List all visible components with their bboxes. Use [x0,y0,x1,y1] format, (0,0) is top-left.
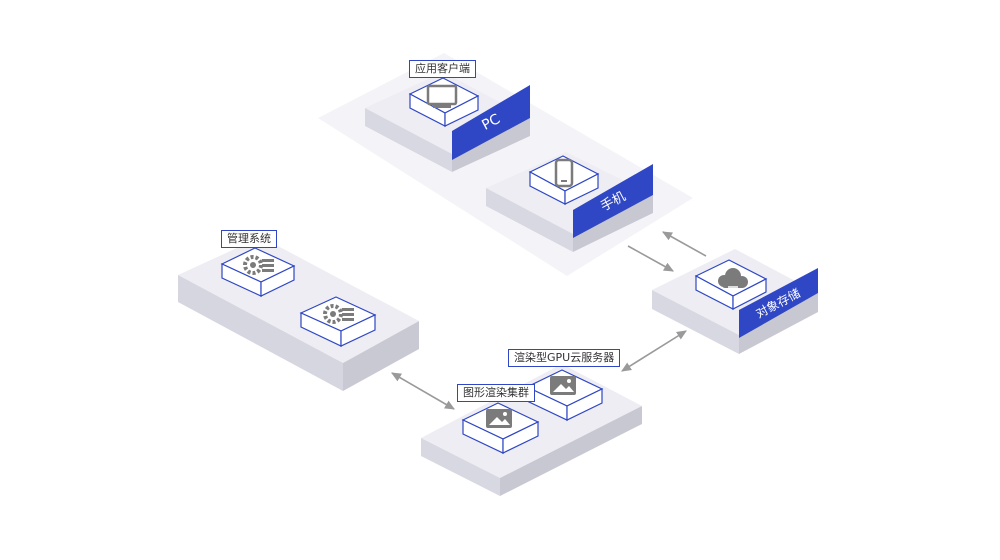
gpu-server-title: 渲染型GPU云服务器 [508,349,621,367]
mobile-platform: 手机 [486,152,653,252]
storage-label-panel [739,268,818,338]
client-zone-background [318,53,693,276]
render-platform [421,364,642,496]
image-icon [550,376,576,395]
pc-label-panel [452,85,530,160]
cloud-icon [718,268,748,288]
pc-platform: PC [365,72,530,172]
management-title: 管理系统 [221,230,277,248]
pc-label: PC [479,111,503,134]
client-group-title: 应用客户端 [409,60,476,78]
connector-mobile-storage [627,245,674,272]
storage-platform: 对象存储 [652,249,818,354]
mobile-label-panel [573,164,653,238]
gear-server-icon [243,255,274,275]
render-cluster-title: 图形渲染集群 [457,384,535,402]
monitor-icon [426,84,458,108]
connector-storage-render [621,330,687,372]
management-platform [178,237,419,391]
connector-storage-mobile [662,231,707,257]
connector-management-render [391,372,455,410]
image-icon [486,409,512,428]
phone-icon [554,158,574,188]
gear-server-icon [323,304,354,324]
